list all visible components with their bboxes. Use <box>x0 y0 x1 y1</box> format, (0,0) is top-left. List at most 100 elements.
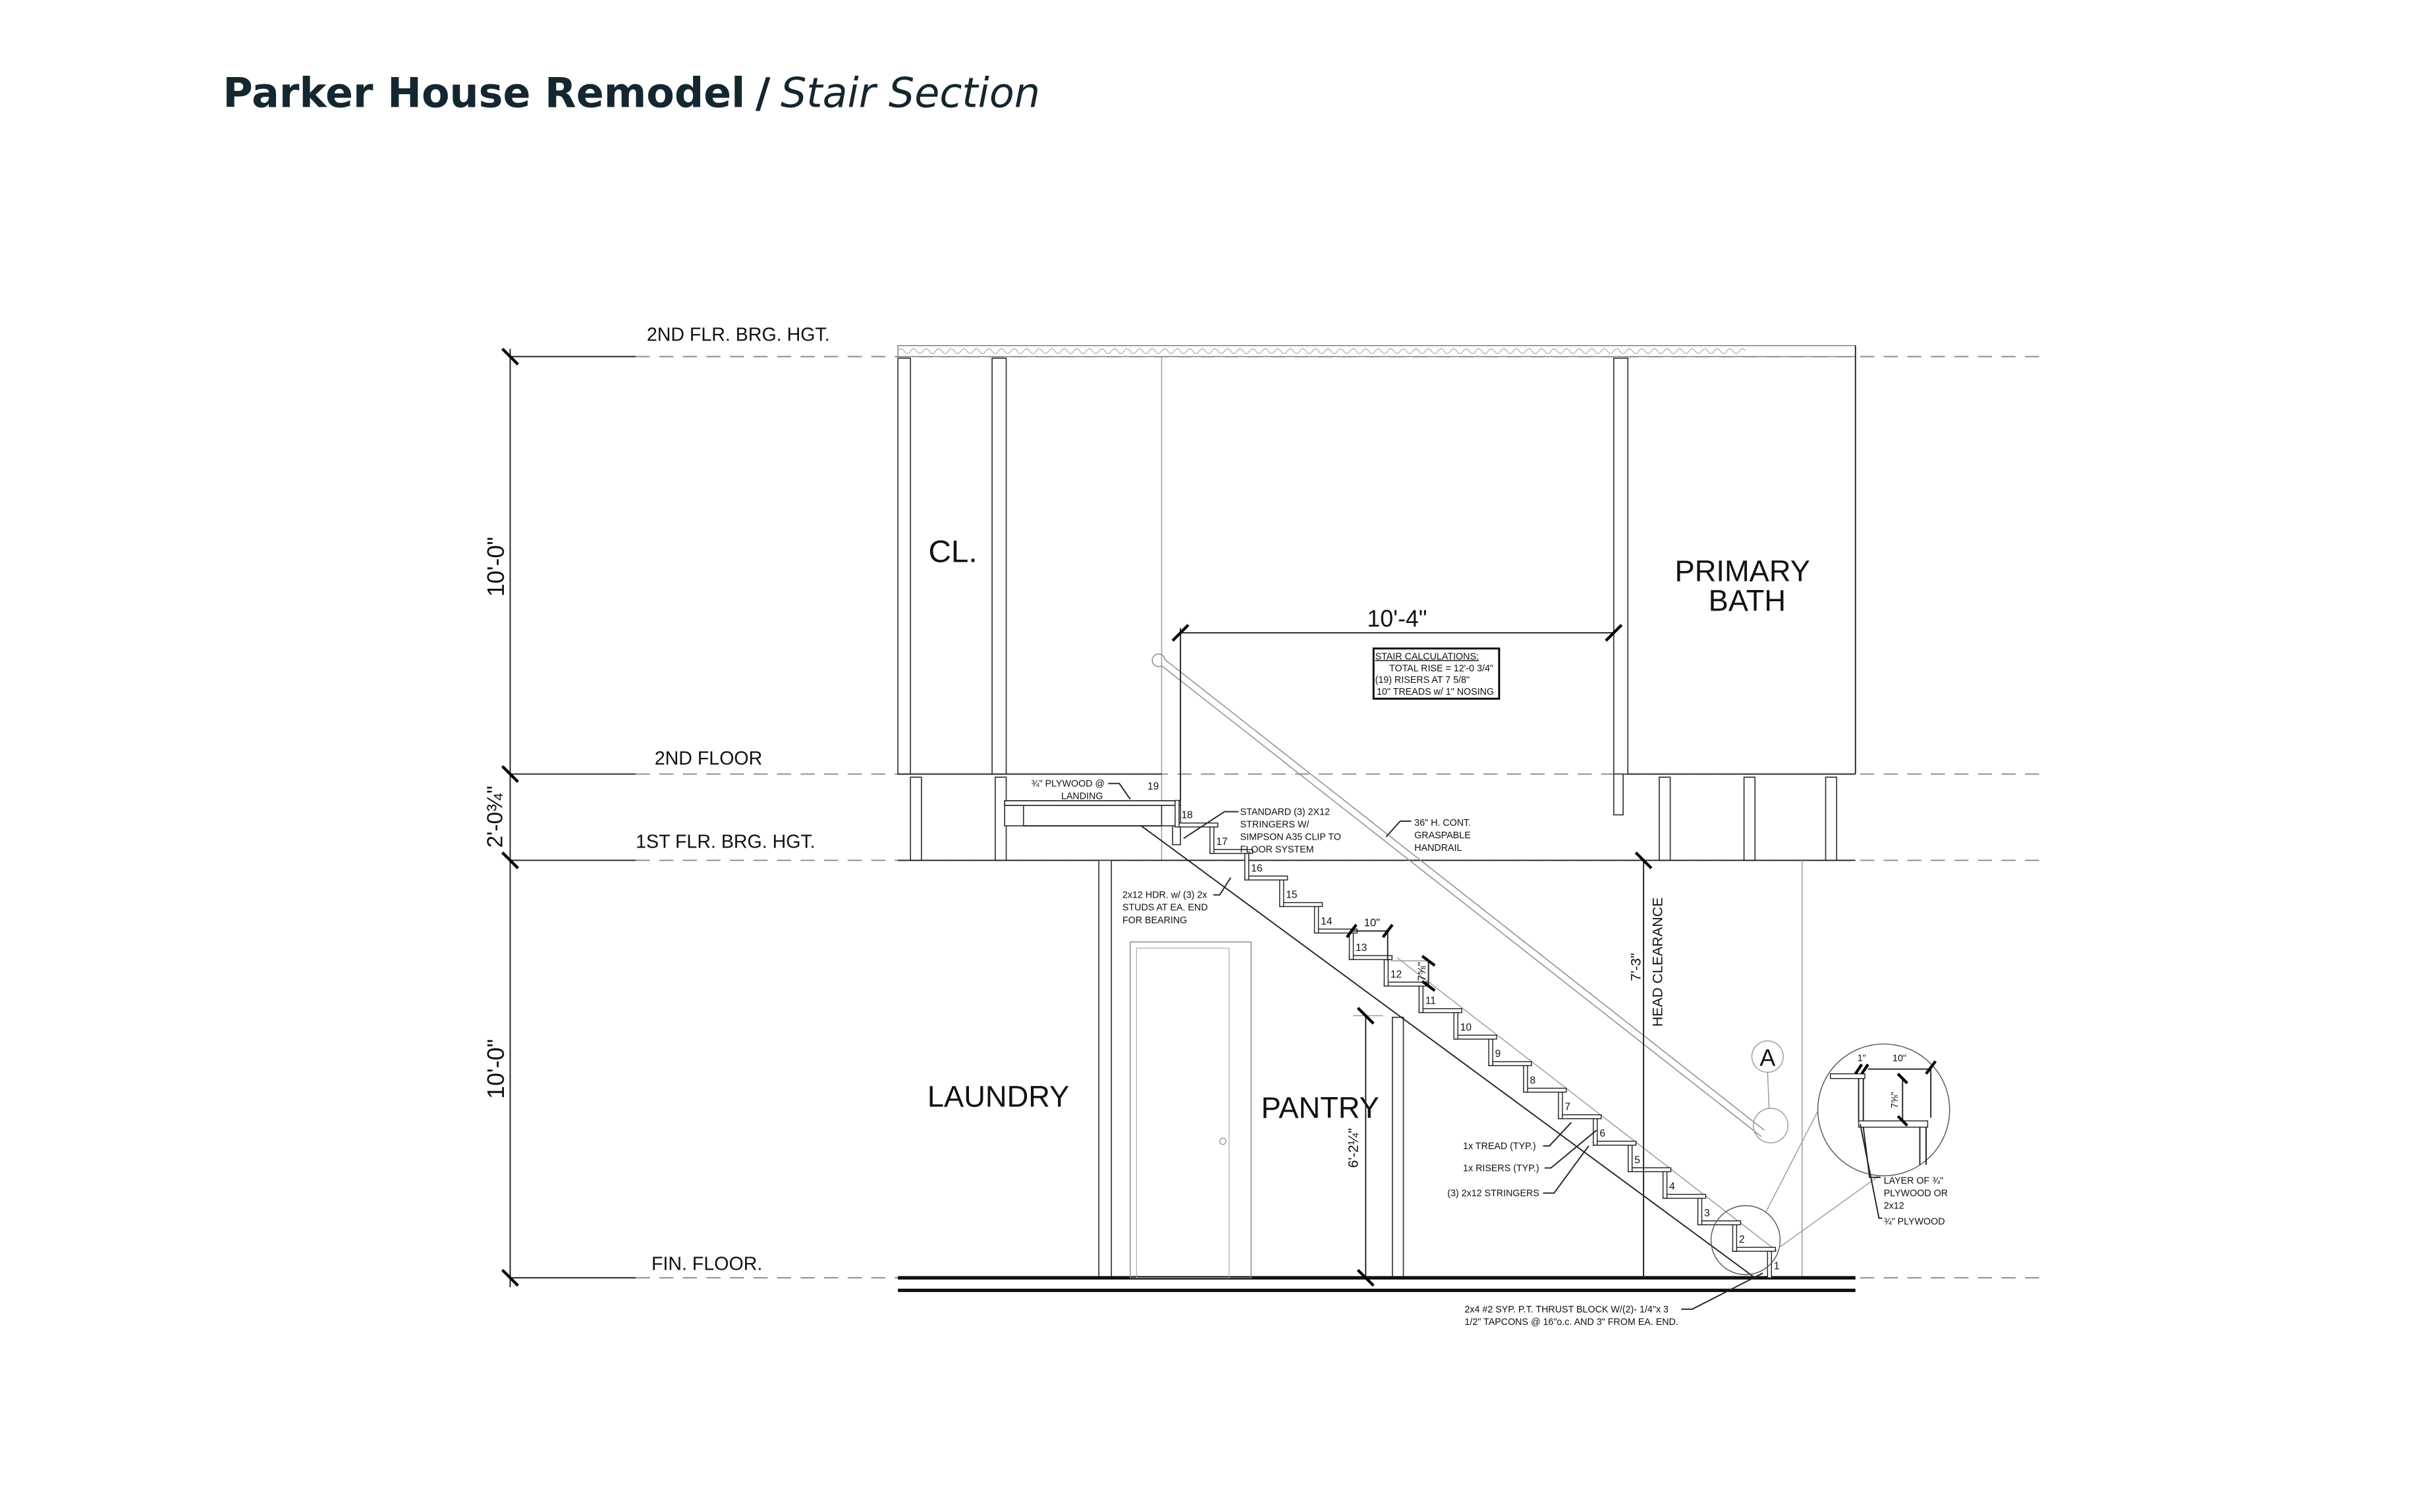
door-knob-icon <box>1219 1137 1227 1145</box>
stair-riser <box>1453 1012 1458 1040</box>
stair-riser <box>1628 1145 1633 1172</box>
detail-note-layer: LAYER OF ¾" <box>1884 1175 1944 1186</box>
stair-riser <box>1488 1039 1493 1066</box>
stair-run-dimension <box>1171 624 1623 801</box>
stair-tread <box>1348 955 1393 960</box>
tread-riser-dimensions <box>1345 923 1436 992</box>
detail-note-layer: PLYWOOD OR <box>1884 1188 1948 1199</box>
note-line: HANDRAIL <box>1414 843 1462 853</box>
step-number: 9 <box>1495 1048 1501 1060</box>
note-thrust-block: 2x4 #2 SYP. P.T. THRUST BLOCK W/(2)- 1/4… <box>1464 1272 1763 1328</box>
stair-tread <box>1279 902 1323 907</box>
level-label-2nd-floor: 2ND FLOOR <box>655 748 763 769</box>
note-line: 2x12 HDR. w/ (3) 2x <box>1122 890 1207 901</box>
dim-floor-depth: 2'-0¾" <box>483 786 508 848</box>
note-line: LANDING <box>1061 792 1103 802</box>
room-label-bath: BATH <box>1709 584 1786 618</box>
step-number: 18 <box>1182 810 1193 821</box>
level-label-1st-bearing: 1ST FLR. BRG. HGT. <box>636 831 815 852</box>
note-line: 1x RISERS (TYP.) <box>1463 1163 1539 1174</box>
step-number: 1 <box>1774 1260 1780 1272</box>
handrail <box>1151 653 1789 1144</box>
dim-head-clearance: 7'-3" <box>1628 953 1643 981</box>
note-line: FLOOR SYSTEM <box>1240 845 1314 855</box>
step-number: 4 <box>1669 1181 1675 1193</box>
note-line: 1x TREAD (TYP.) <box>1463 1141 1536 1152</box>
room-label-pantry: PANTRY <box>1261 1091 1379 1124</box>
step-number: 14 <box>1321 916 1333 927</box>
room-label-closet: CL. <box>928 535 977 570</box>
stair-riser <box>1313 905 1319 934</box>
note-line: ¾" PLYWOOD @ <box>1032 778 1105 789</box>
note-line: 1/2" TAPCONS @ 16"o.c. AND 3" FROM EA. E… <box>1464 1317 1678 1328</box>
step-number: 10 <box>1460 1022 1472 1033</box>
note-handrail: 36" H. CONT. GRASPABLE HANDRAIL <box>1385 818 1471 853</box>
step-number: 13 <box>1356 942 1367 954</box>
stair-tread <box>1523 1087 1567 1093</box>
height-dimension-string <box>501 348 519 1287</box>
step-number: 16 <box>1251 863 1262 874</box>
step-number: 17 <box>1216 836 1227 848</box>
note-line: GRASPABLE <box>1414 830 1470 841</box>
detail-dim-riser: 7⅝" <box>1890 1092 1900 1108</box>
room-label-bath: PRIMARY <box>1675 554 1810 587</box>
sheet-name: Stair Section <box>781 69 1040 117</box>
stair-tread <box>1244 875 1288 880</box>
title-separator: / <box>756 69 771 117</box>
note-line: STUDS AT EA. END <box>1122 903 1208 913</box>
detail-dim-nosing: 1" <box>1858 1054 1866 1064</box>
stair-riser <box>1209 826 1215 854</box>
note-line: STANDARD (3) 2X12 <box>1240 807 1330 817</box>
note-risers: 1x RISERS (TYP.) <box>1463 1129 1597 1174</box>
stair-tread <box>1593 1141 1637 1146</box>
dim-tread-depth: 10" <box>1364 917 1381 929</box>
note-line: STRINGERS W/ <box>1240 819 1310 830</box>
stair-riser <box>1174 799 1180 828</box>
stair-tread <box>1697 1220 1742 1226</box>
stair-riser <box>1383 959 1389 987</box>
stair-tread <box>1662 1193 1707 1199</box>
note-line: SIMPSON A35 CLIP TO <box>1240 832 1341 842</box>
stair-riser <box>1348 932 1354 960</box>
pantry-height-dimension <box>1353 1006 1383 1287</box>
stair-riser <box>1732 1224 1738 1252</box>
step-number: 2 <box>1739 1234 1745 1245</box>
stair-tread <box>1453 1035 1497 1040</box>
note-line: (3) 2x12 STRINGERS <box>1447 1188 1539 1199</box>
head-clearance-dimension <box>1634 851 1653 1278</box>
note-line: 36" H. CONT. <box>1414 818 1471 828</box>
stair-riser <box>1558 1091 1563 1120</box>
stair-calculations-box: STAIR CALCULATIONS: TOTAL RISE = 12'-0 3… <box>1372 647 1501 700</box>
stair-riser <box>1697 1197 1703 1226</box>
dim-upper-height: 10'-0" <box>483 537 509 597</box>
level-label-finish-floor: FIN. FLOOR. <box>651 1253 762 1274</box>
stair-calc-line: 10" TREADS w/ 1" NOSING <box>1377 687 1494 697</box>
detail-tag-a[interactable]: A <box>1751 1040 1784 1109</box>
stair-tread <box>1488 1061 1532 1066</box>
stair-calc-line: TOTAL RISE = 12'-0 3/4" <box>1389 663 1493 674</box>
stair-landing <box>1004 800 1181 846</box>
note-stringer-count: (3) 2x12 STRINGERS <box>1447 1145 1589 1199</box>
step-number: 12 <box>1391 969 1402 980</box>
pantry-door[interactable] <box>1130 941 1252 1279</box>
stair-riser <box>1418 985 1423 1013</box>
detail-dim-tread: 10" <box>1892 1054 1906 1064</box>
step-number: 3 <box>1704 1208 1710 1219</box>
step-number: 11 <box>1425 996 1436 1007</box>
note-tread: 1x TREAD (TYP.) <box>1463 1121 1572 1152</box>
step-number: 19 <box>1147 781 1159 792</box>
dim-stair-run: 10'-4" <box>1367 605 1427 632</box>
step-number: 7 <box>1564 1102 1570 1113</box>
project-name: Parker House Remodel <box>223 69 745 117</box>
note-header: 2x12 HDR. w/ (3) 2x STUDS AT EA. END FOR… <box>1122 877 1232 926</box>
level-lines <box>510 356 2041 1279</box>
stair-riser <box>1662 1171 1668 1199</box>
detail-callout <box>1710 1043 1950 1276</box>
stair-tread <box>1732 1247 1776 1252</box>
level-label-2nd-bearing: 2ND FLR. BRG. HGT. <box>647 325 830 346</box>
step-number: 5 <box>1634 1154 1640 1166</box>
note-landing-plywood: ¾" PLYWOOD @ LANDING <box>1032 778 1131 802</box>
head-clearance-label: HEAD CLEARANCE <box>1650 898 1666 1027</box>
